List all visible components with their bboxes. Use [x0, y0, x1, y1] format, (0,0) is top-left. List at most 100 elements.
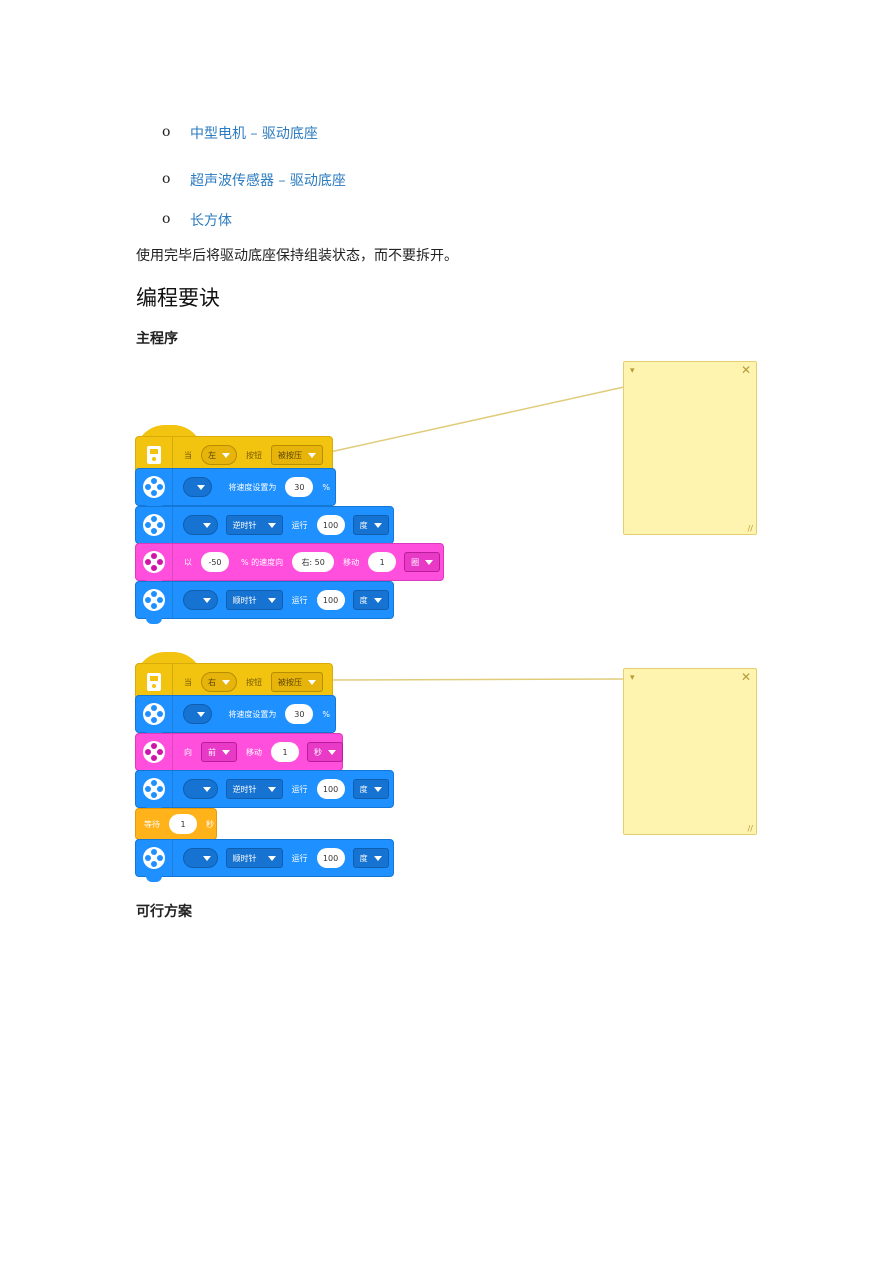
link-ultrasonic-sensor[interactable]: 超声波传感器 – 驱动底座 — [190, 173, 346, 189]
wait-block[interactable]: 等待 1 秒 — [135, 808, 217, 845]
motor-icon — [136, 696, 173, 732]
chevron-down-icon — [197, 711, 206, 717]
motor-icon — [136, 840, 173, 876]
link-medium-motor[interactable]: 中型电机 – 驱动底座 — [190, 126, 318, 142]
speed-input[interactable]: 30 — [285, 704, 314, 724]
block-text: 运行 — [291, 784, 308, 794]
resize-handle-icon[interactable]: // — [747, 524, 753, 533]
block-text: 按钮 — [246, 677, 262, 687]
motor-port-dropdown[interactable] — [183, 477, 213, 497]
link-cuboid[interactable]: 长方体 — [190, 213, 232, 229]
comment-note[interactable]: ▾ ✕ // — [623, 668, 757, 835]
block-text: 向 — [184, 747, 192, 757]
wait-input[interactable]: 1 — [169, 814, 197, 834]
chevron-down-icon — [222, 749, 230, 755]
close-icon[interactable]: ✕ — [740, 363, 751, 377]
block-text: 按钮 — [246, 450, 262, 460]
page-heading: 编程要诀 — [136, 286, 220, 310]
unit-dropdown[interactable]: 度 — [352, 779, 389, 799]
block-text: 秒 — [206, 819, 214, 829]
chevron-down-icon[interactable]: ▾ — [630, 673, 635, 683]
amount-input[interactable]: 100 — [316, 848, 345, 868]
button-state-dropdown[interactable]: 被按压 — [271, 445, 323, 465]
motor-port-dropdown[interactable] — [183, 515, 218, 535]
dropdown-value: 逆时针 — [232, 520, 257, 530]
direction-dropdown[interactable]: 顺时针 — [225, 590, 283, 610]
chevron-down-icon[interactable]: ▾ — [630, 366, 635, 376]
chevron-down-icon — [202, 855, 211, 861]
motor-port-dropdown[interactable] — [183, 779, 218, 799]
chevron-down-icon — [308, 679, 316, 685]
unit-dropdown[interactable]: 秒 — [307, 742, 343, 762]
unit-dropdown[interactable]: 度 — [352, 848, 389, 868]
unit-dropdown[interactable]: 度 — [352, 515, 389, 535]
chevron-down-icon — [222, 679, 230, 685]
unit-dropdown[interactable]: 度 — [352, 590, 389, 610]
amount-input[interactable]: 100 — [316, 590, 345, 610]
section-main-program: 主程序 — [136, 331, 178, 347]
chevron-down-icon — [328, 749, 336, 755]
block-text: 移动 — [246, 747, 262, 757]
block-text: % — [322, 709, 330, 719]
speed-input[interactable]: -50 — [201, 552, 229, 572]
move-steer-block[interactable]: 以 -50 % 的速度向 右: 50 移动 1 圈 — [135, 543, 444, 586]
set-motor-speed-block[interactable]: 将速度设置为 30 % — [135, 695, 336, 738]
button-side-dropdown[interactable]: 左 — [201, 445, 237, 465]
dropdown-value: 前 — [208, 747, 216, 757]
motor-icon — [136, 469, 173, 505]
dropdown-value: 顺时针 — [232, 595, 257, 605]
dropdown-value: 度 — [359, 520, 368, 530]
chevron-down-icon — [197, 484, 206, 490]
block-text: % 的速度向 — [241, 557, 284, 567]
block-text: 当 — [184, 677, 192, 687]
chevron-down-icon — [267, 597, 276, 603]
dropdown-value: 被按压 — [278, 677, 302, 687]
button-side-dropdown[interactable]: 右 — [201, 672, 237, 692]
direction-dropdown[interactable]: 逆时针 — [225, 779, 283, 799]
close-icon[interactable]: ✕ — [740, 670, 751, 684]
movement-icon — [136, 734, 173, 770]
list-bullet: o — [162, 171, 171, 187]
direction-dropdown[interactable]: 顺时针 — [225, 848, 283, 868]
dropdown-value: 圈 — [411, 557, 420, 567]
run-motor-block[interactable]: 顺时针 运行 100 度 — [135, 581, 394, 624]
run-motor-block[interactable]: 顺时针 运行 100 度 — [135, 839, 394, 882]
amount-input[interactable]: 1 — [271, 742, 299, 762]
chevron-down-icon — [267, 786, 276, 792]
block-text: 运行 — [291, 520, 308, 530]
direction-dropdown[interactable]: 前 — [201, 742, 237, 762]
speed-input[interactable]: 30 — [285, 477, 314, 497]
dropdown-value: 秒 — [314, 747, 322, 757]
dropdown-value: 被按压 — [278, 450, 302, 460]
unit-dropdown[interactable]: 圈 — [404, 552, 441, 572]
run-motor-block[interactable]: 逆时针 运行 100 度 — [135, 506, 394, 549]
dropdown-value: 度 — [359, 784, 368, 794]
motor-port-dropdown[interactable] — [183, 848, 218, 868]
block-text: 将速度设置为 — [228, 482, 277, 492]
resize-handle-icon[interactable]: // — [747, 824, 753, 833]
steer-input[interactable]: 右: 50 — [292, 552, 335, 572]
amount-input[interactable]: 1 — [368, 552, 397, 572]
block-text: 等待 — [144, 819, 160, 829]
block-text: 移动 — [343, 557, 360, 567]
set-motor-speed-block[interactable]: 将速度设置为 30 % — [135, 468, 336, 511]
move-direction-block[interactable]: 向 前 移动 1 秒 — [135, 733, 343, 776]
amount-input[interactable]: 100 — [316, 779, 345, 799]
block-text: 运行 — [291, 595, 308, 605]
button-state-dropdown[interactable]: 被按压 — [271, 672, 323, 692]
motor-port-dropdown[interactable] — [183, 590, 218, 610]
direction-dropdown[interactable]: 逆时针 — [225, 515, 283, 535]
motor-port-dropdown[interactable] — [183, 704, 213, 724]
chevron-down-icon — [374, 786, 382, 792]
movement-icon — [136, 544, 173, 580]
chevron-down-icon — [374, 855, 382, 861]
chevron-down-icon — [202, 786, 211, 792]
run-motor-block[interactable]: 逆时针 运行 100 度 — [135, 770, 394, 813]
when-button-pressed-block[interactable]: 当 左 按钮 被按压 — [135, 436, 333, 479]
comment-note[interactable]: ▾ ✕ // — [623, 361, 757, 535]
block-text: % — [322, 482, 330, 492]
block-text: 当 — [184, 450, 192, 460]
block-text: 将速度设置为 — [228, 709, 277, 719]
chevron-down-icon — [374, 597, 382, 603]
amount-input[interactable]: 100 — [316, 515, 345, 535]
